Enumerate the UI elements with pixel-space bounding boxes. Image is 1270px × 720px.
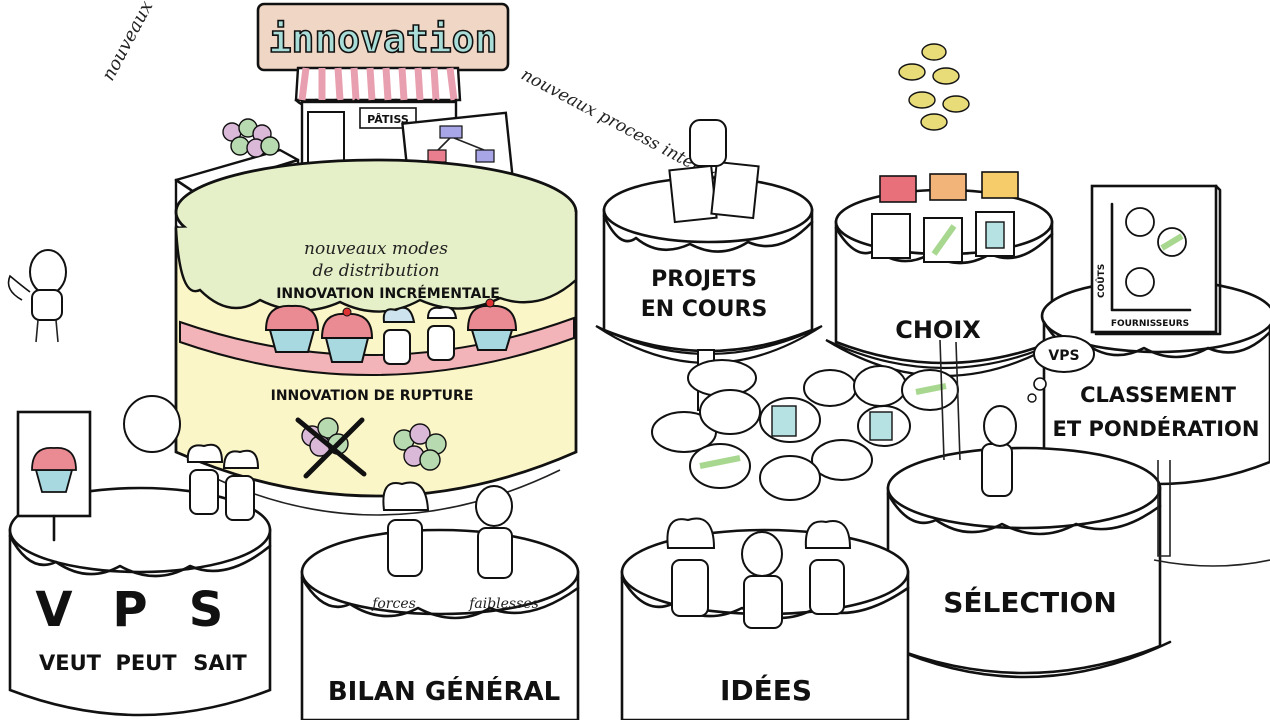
vps-thought-bubble	[1027, 335, 1095, 403]
shop-sign-text: PÂTISS	[367, 113, 409, 126]
innovation-sign: innovation	[256, 2, 510, 72]
axis-couts-label: COÛTS	[1095, 264, 1107, 298]
bilan-label: BILAN GÉNÉRAL	[328, 675, 560, 707]
innovation-title: innovation	[269, 17, 498, 61]
choix-label: CHOIX	[895, 316, 981, 344]
cupcakes	[264, 298, 518, 363]
projets-label-2: EN COURS	[641, 297, 768, 322]
selection-person	[981, 405, 1017, 497]
rupture-items	[295, 417, 447, 479]
idees-chefs	[666, 517, 852, 629]
chef-figures	[382, 306, 458, 365]
idea-bubbles	[651, 359, 959, 501]
vps-word-veut: VEUT	[39, 651, 102, 675]
choice-flags	[871, 171, 1019, 263]
classement-label-1: CLASSEMENT	[1080, 383, 1237, 407]
projets-label-1: PROJETS	[651, 267, 757, 292]
classement-label-2: ET PONDÉRATION	[1053, 416, 1260, 441]
bilan-chefs	[382, 481, 513, 579]
axis-fournisseurs-label: FOURNISSEURS	[1111, 319, 1189, 329]
vps-word-sait: SAIT	[193, 651, 247, 675]
vps-letter-p: P	[112, 582, 147, 638]
idees-label: IDÉES	[720, 673, 812, 707]
vps-bubble-text: VPS	[1048, 348, 1079, 364]
nouveaux-usages-label: nouveaux usages	[98, 0, 190, 84]
forces-label: forces	[371, 596, 416, 612]
cupcake-screen	[16, 410, 92, 542]
vps-word-peut: PEUT	[115, 651, 177, 675]
innovation-cake	[174, 158, 578, 516]
supplier-chart-book	[1090, 184, 1222, 336]
vps-letter-s: S	[189, 582, 224, 638]
distribution-label: de distribution	[312, 261, 439, 281]
innovation-rupture-label: INNOVATION DE RUPTURE	[271, 388, 474, 404]
vps-chefs	[123, 395, 260, 521]
connecting-posts	[939, 339, 1270, 567]
faiblesses-label: faiblesses	[468, 596, 539, 612]
cupid-figure	[7, 249, 67, 343]
vps-letter-v: V	[35, 582, 72, 638]
projets-cake	[595, 176, 823, 411]
innovation-incrementale-label: INNOVATION INCRÉMENTALE	[276, 285, 500, 302]
coins	[898, 43, 970, 131]
nouveaux-modes-label: nouveaux modes	[304, 239, 448, 259]
selection-label: SÉLECTION	[943, 585, 1117, 619]
projets-book	[668, 119, 760, 224]
selection-cake	[878, 446, 1172, 679]
